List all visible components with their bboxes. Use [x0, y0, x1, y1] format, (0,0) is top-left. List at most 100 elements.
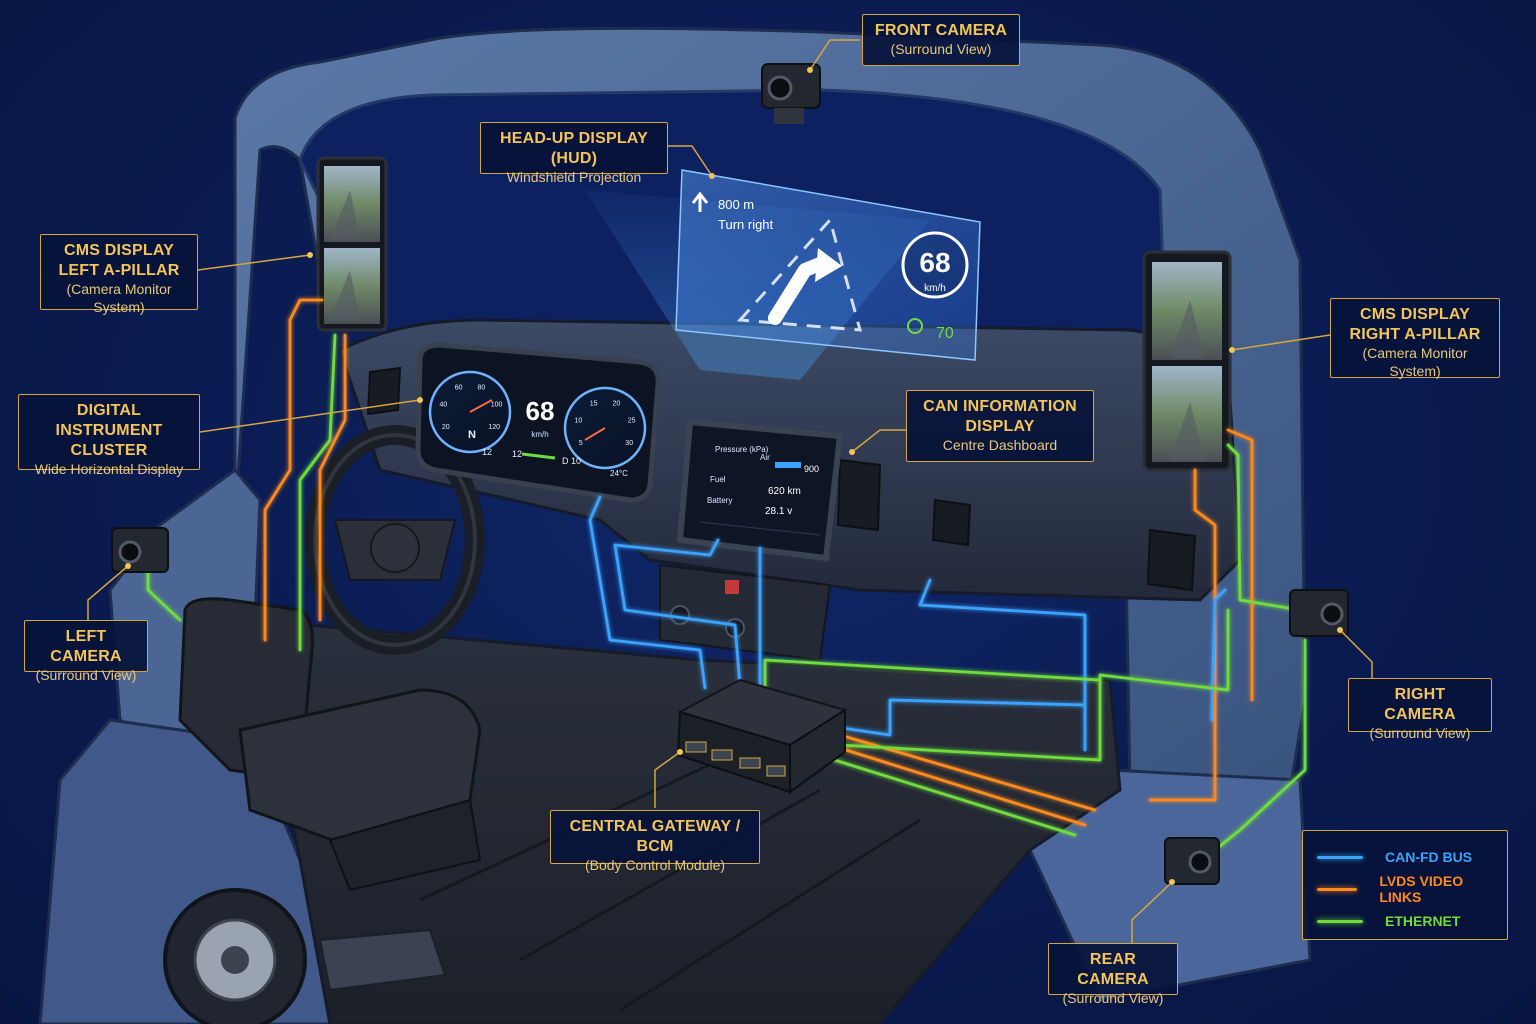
hud-speed-limit: 70	[936, 325, 954, 342]
right-dial-tick-label: 25	[628, 417, 636, 424]
legend-item-ethernet: ETHERNET	[1317, 905, 1493, 937]
can-cluster	[588, 495, 707, 690]
speed-limit-icon	[907, 318, 923, 334]
eth-gateway-floor	[826, 756, 1077, 837]
can-air-label: Air	[760, 453, 770, 462]
leader-dots	[125, 67, 1343, 885]
can-display	[613, 538, 742, 688]
left-camera-title: LEFT CAMERA	[50, 628, 122, 665]
callout-rear-camera: REAR CAMERA (Surround View)	[1048, 943, 1178, 1006]
right-dial-ticks: 5 10 15 20 25 30	[575, 400, 636, 447]
cms-left-display	[316, 156, 388, 332]
front-camera-title: FRONT CAMERA	[874, 22, 1008, 39]
left-dial-tick-label: 40	[440, 401, 448, 408]
right-dial-tick-label: 5	[579, 440, 583, 447]
can-fuel-value: 620 km	[768, 486, 801, 497]
legend-label-ethernet: ETHERNET	[1385, 913, 1461, 929]
right-dial-tick-label: 20	[613, 400, 621, 407]
right-dial-tick-label: 30	[625, 440, 633, 447]
callout-hud: HEAD-UP DISPLAY (HUD) Windshield Project…	[480, 122, 668, 185]
right-camera	[1289, 589, 1349, 637]
can-right-2	[1210, 588, 1227, 722]
can-display-title1: CAN INFORMATION	[923, 398, 1077, 415]
right-camera-sub: (Surround View)	[1369, 725, 1471, 741]
cms-right-title2: RIGHT A-PILLAR	[1349, 326, 1481, 343]
cluster-temp: 24°C	[610, 469, 628, 478]
legend-label-lvds: LVDS VIDEO LINKS	[1379, 873, 1464, 905]
front-camera	[761, 63, 821, 124]
lvds-left-cms	[263, 298, 324, 642]
left-dial-tick-label: 20	[442, 424, 450, 431]
hud-speed-unit: km/h	[924, 283, 946, 294]
lvds-right-cms	[1148, 468, 1217, 802]
can-fuel-label: Fuel	[710, 475, 726, 484]
driver-seat	[178, 597, 482, 892]
rear-camera-sub: (Surround View)	[1062, 990, 1164, 1006]
can-battery-label: Battery	[707, 496, 732, 505]
cluster-title2: CLUSTER	[70, 442, 148, 459]
cluster-speed-unit: km/h	[531, 430, 548, 439]
right-dial-tick-label: 10	[575, 417, 583, 424]
callout-gateway: CENTRAL GATEWAY / BCM (Body Control Modu…	[550, 810, 760, 873]
left-dial-tick-label: 60	[455, 384, 463, 391]
lvds-gateway-2	[828, 743, 1087, 827]
air-vents	[366, 366, 1197, 592]
gateway-title: CENTRAL GATEWAY / BCM	[569, 818, 741, 855]
cms-left-sub: (Camera Monitor System)	[66, 281, 172, 315]
legend-swatch-can	[1317, 855, 1363, 859]
eth-left-cms	[298, 333, 337, 652]
can-gateway	[840, 698, 1087, 737]
callout-left-camera: LEFT CAMERA (Surround View)	[24, 620, 148, 683]
wiring	[146, 298, 1307, 852]
left-camera	[111, 527, 169, 573]
callout-front-camera: FRONT CAMERA (Surround View)	[862, 14, 1020, 66]
rear-camera	[1164, 837, 1220, 885]
cluster-speed: 68	[526, 396, 555, 426]
right-camera-title: RIGHT CAMERA	[1384, 686, 1456, 723]
rear-camera-title: REAR CAMERA	[1077, 951, 1149, 988]
cms-left-title1: CMS DISPLAY	[63, 242, 175, 259]
front-camera-sub: (Surround View)	[890, 41, 992, 57]
can-right-dash	[918, 578, 1087, 752]
hud-projection: 800 m Turn right 68 km/h 70	[585, 169, 981, 380]
legend-swatch-lvds	[1317, 887, 1358, 891]
legend-item-can: CAN-FD BUS	[1317, 841, 1493, 873]
eth-gateway-right	[838, 608, 1230, 762]
eth-gateway-up	[763, 658, 1102, 692]
gateway-sub: (Body Control Module)	[584, 857, 726, 873]
cms-right-sub: (Camera Monitor System)	[1362, 345, 1468, 379]
cluster-gear: D 10	[562, 456, 581, 466]
callout-cms-right: CMS DISPLAY RIGHT A-PILLAR (Camera Monit…	[1330, 298, 1500, 379]
cms-right-title1: CMS DISPLAY	[1359, 306, 1471, 323]
cluster-compass: N	[468, 429, 476, 441]
hud-instruction: Turn right	[718, 217, 774, 232]
eth-right-cms	[1226, 443, 1302, 612]
left-dial-tick-label: 120	[488, 424, 500, 431]
hud-sub: Windshield Projection	[506, 169, 642, 185]
left-dial-tick-label: 80	[478, 384, 486, 391]
can-air-value: 900	[804, 464, 819, 474]
lvds-left-cms-2	[318, 333, 347, 622]
can-pressure-label: Pressure (kPa)	[715, 445, 769, 454]
right-dial-tick-label: 15	[590, 400, 598, 407]
hud-title: HEAD-UP DISPLAY (HUD)	[500, 130, 648, 167]
legend-label-can: CAN-FD BUS	[1385, 849, 1473, 865]
cluster-odo-b: 12	[512, 449, 522, 459]
left-camera-sub: (Surround View)	[35, 667, 137, 683]
steering-wheel	[305, 425, 485, 655]
hud-speed: 68	[919, 247, 950, 278]
cms-right-display	[1142, 250, 1232, 472]
can-display-title2: DISPLAY	[965, 418, 1035, 435]
callout-cms-left: CMS DISPLAY LEFT A-PILLAR (Camera Monito…	[40, 234, 198, 315]
lvds-right-cms-2	[1226, 428, 1254, 702]
can-info-display: Pressure (kPa) Air 900 Fuel 620 km Batte…	[676, 418, 844, 562]
cluster-sub: Wide Horizontal Display	[34, 461, 184, 477]
legend-item-lvds: LVDS VIDEO LINKS	[1317, 873, 1493, 905]
cluster-title1: DIGITAL INSTRUMENT	[55, 402, 163, 439]
cms-left-title2: LEFT A-PILLAR	[58, 262, 180, 279]
legend-swatch-ethernet	[1317, 919, 1363, 923]
leader-lines	[87, 39, 1373, 943]
